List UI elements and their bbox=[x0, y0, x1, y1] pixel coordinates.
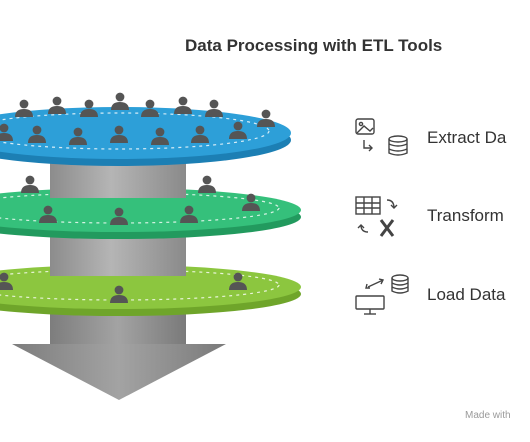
made-with-footer: Made with bbox=[465, 410, 511, 421]
database-to-computer-icon bbox=[355, 274, 409, 315]
step-label-extract: Extract Da bbox=[427, 128, 507, 147]
step-label-transform: Transform bbox=[427, 206, 504, 225]
table-to-excel-icon bbox=[355, 196, 398, 237]
layer-load bbox=[0, 265, 301, 316]
diagram-title: Data Processing with ETL Tools bbox=[185, 36, 443, 55]
layer-transform bbox=[0, 175, 301, 239]
layer-extract bbox=[0, 92, 291, 166]
step-label-load: Load Data bbox=[427, 285, 506, 304]
image-to-database-icon bbox=[355, 118, 408, 156]
